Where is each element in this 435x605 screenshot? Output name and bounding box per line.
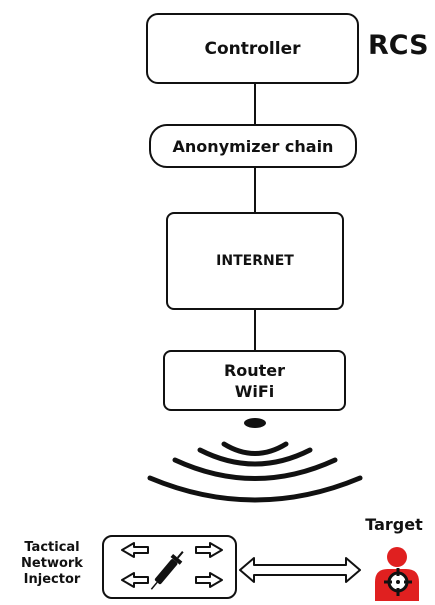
crosshair-icon [384,568,412,596]
wifi-wave-3 [172,457,338,481]
controller-label: Controller [204,38,301,59]
rcs-label: RCS [368,30,429,61]
wifi-wave-4 [147,475,363,503]
tni-label-line1: Tactical [24,540,80,555]
anonymizer-box: Anonymizer chain [149,124,357,168]
tni-label-line3: Injector [23,572,81,587]
anonymizer-label: Anonymizer chain [172,136,334,156]
tni-label: Tactical Network Injector [6,540,98,588]
wifi-dot [244,418,266,428]
router-box: Router WiFi [163,350,346,411]
tni-label-line2: Network [21,556,83,571]
double-arrow-icon [239,557,361,583]
internet-box: INTERNET [166,212,344,310]
wifi-waves-icon [147,418,363,503]
router-label-line2: WiFi [234,381,275,401]
arrows-icon [121,542,223,588]
internet-label: INTERNET [216,253,294,269]
syringe-icon [150,551,184,590]
wifi-wave-2 [197,447,313,467]
controller-box: Controller [146,13,359,84]
router-label-line1: Router [223,360,286,380]
wifi-wave-1 [221,441,289,456]
target-label: Target [365,515,423,534]
